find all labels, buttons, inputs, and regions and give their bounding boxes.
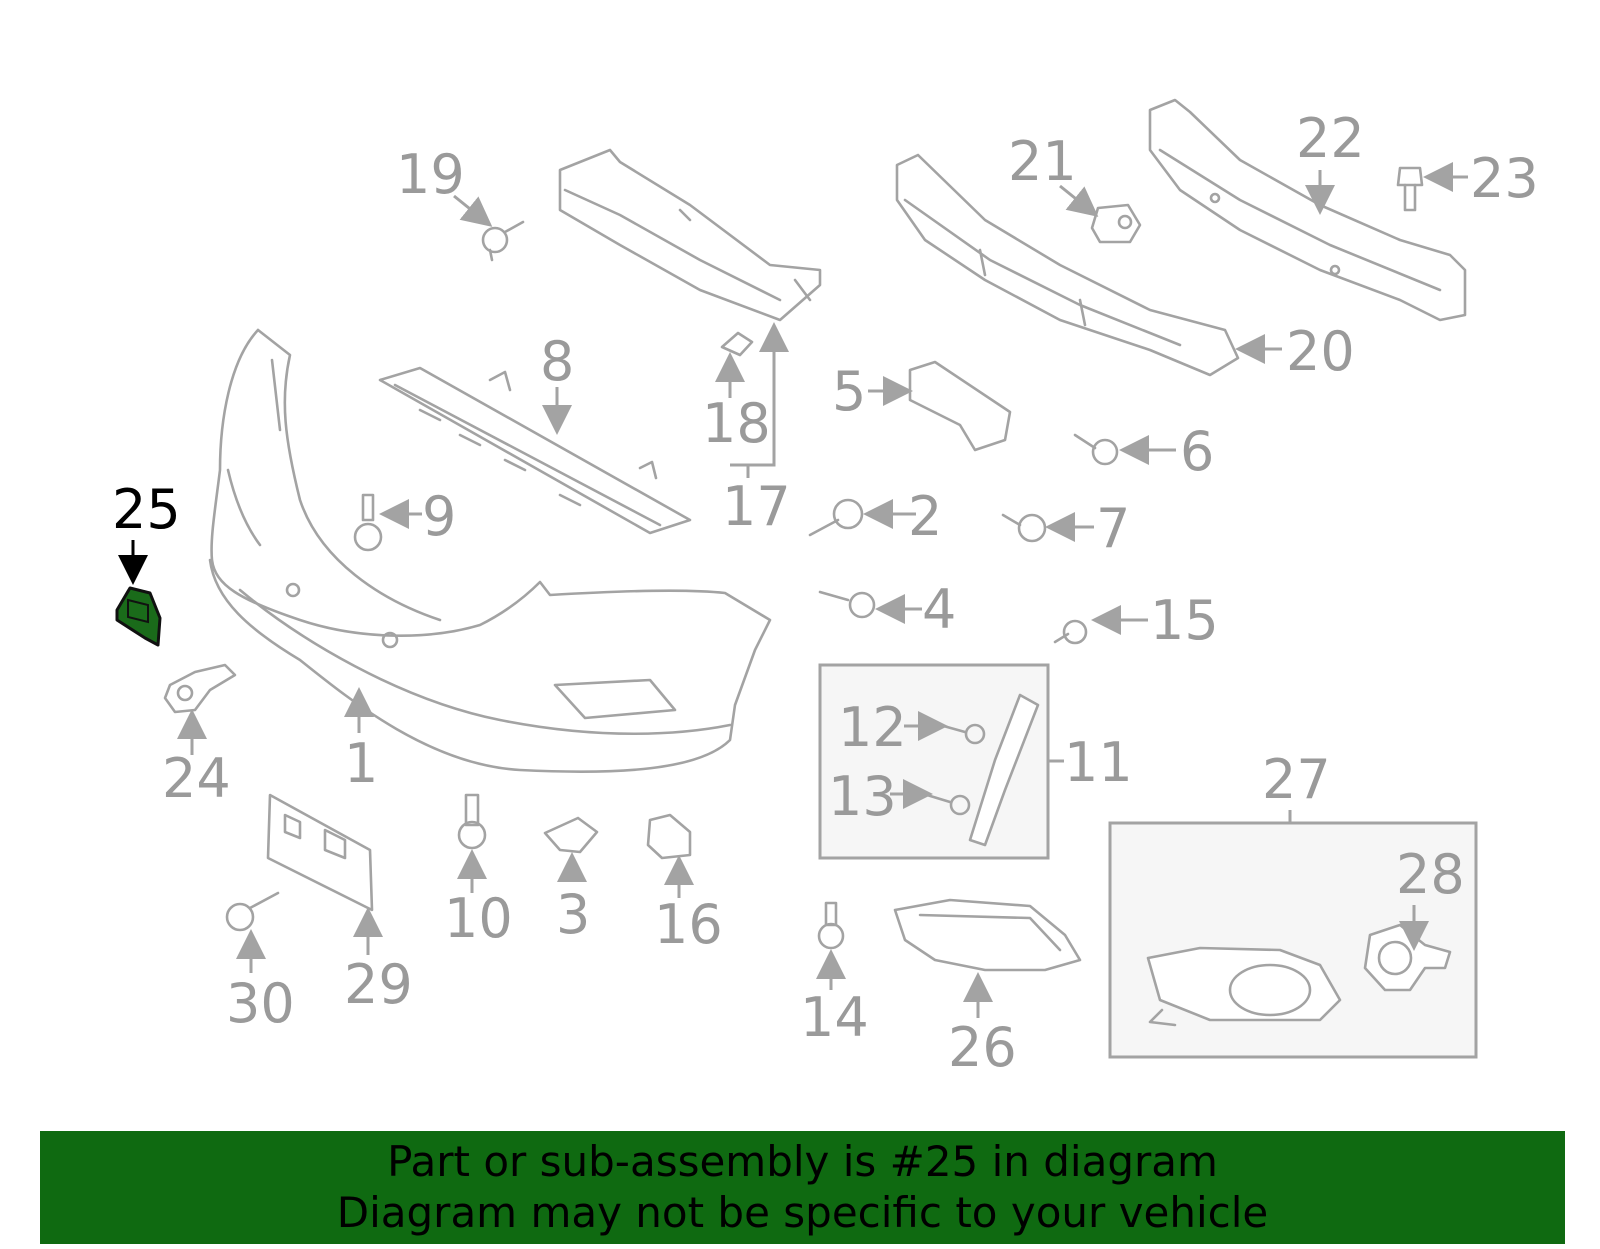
callout-19: 19: [396, 143, 465, 206]
part-17-bracket: [558, 148, 822, 322]
callout-10: 10: [444, 887, 513, 950]
part-6-bolt: [1073, 433, 1119, 466]
callout-13: 13: [828, 765, 897, 828]
callout-26: 26: [948, 1016, 1017, 1079]
part-14-bolt: [817, 901, 845, 950]
callout-9: 9: [422, 485, 456, 548]
callout-8: 8: [540, 330, 574, 393]
callout-3: 3: [556, 883, 590, 946]
part-25-highlighted: [115, 586, 162, 647]
part-21-clip: [1090, 203, 1142, 244]
part-3-nut: [543, 816, 599, 854]
group-11-box: [818, 663, 1050, 860]
banner-line-2: Diagram may not be specific to your vehi…: [336, 1188, 1269, 1237]
callout-14: 14: [800, 986, 869, 1049]
part-1-bumper-cover: [208, 328, 772, 773]
callout-16: 16: [654, 893, 723, 956]
callout-29: 29: [344, 953, 413, 1016]
callout-11: 11: [1064, 731, 1133, 794]
leader-lines: [118, 162, 1468, 1018]
callout-20: 20: [1286, 320, 1355, 383]
callout-22: 22: [1296, 107, 1365, 170]
callout-1: 1: [344, 732, 378, 795]
part-29-plate-bracket: [266, 793, 374, 912]
part-8-absorber: [378, 366, 692, 535]
banner-line-1: Part or sub-assembly is #25 in diagram: [387, 1137, 1218, 1186]
part-24-holder: [163, 663, 237, 714]
callout-27: 27: [1262, 748, 1331, 811]
part-18-clip: [720, 331, 754, 357]
callout-6: 6: [1180, 420, 1214, 483]
part-4-bolt: [818, 590, 876, 619]
part-30-bolt: [225, 891, 280, 932]
callout-18: 18: [702, 392, 771, 455]
callout-15: 15: [1150, 589, 1219, 652]
callout-30: 30: [226, 972, 295, 1035]
part-9-bolt: [353, 493, 383, 552]
part-2-bolt: [808, 498, 864, 537]
part-10-bolt: [457, 793, 487, 850]
callout-23: 23: [1470, 147, 1539, 210]
callout-4: 4: [922, 578, 956, 641]
callout-25-highlighted: 25: [112, 478, 181, 541]
part-22-reinforcement: [1148, 98, 1467, 322]
callout-17: 17: [722, 475, 791, 538]
part-5-bracket: [908, 360, 1012, 452]
callout-12: 12: [838, 696, 907, 759]
part-23-bolt: [1396, 166, 1424, 212]
callout-labels: 1 2 3 4 5 6 7 8 9 10 11 12 13 14 15 16 1…: [112, 107, 1539, 1079]
part-26-bezel: [893, 898, 1082, 972]
part-19-pushpin: [481, 220, 525, 262]
callout-21: 21: [1008, 130, 1077, 193]
callout-28: 28: [1396, 843, 1465, 906]
part-7-bolt: [1001, 513, 1047, 543]
callout-2: 2: [908, 485, 942, 548]
part-15-clip: [1053, 619, 1088, 645]
part-20-absorber: [895, 153, 1240, 377]
callout-7: 7: [1096, 497, 1130, 560]
part-16-clip: [646, 813, 692, 860]
callout-5: 5: [832, 360, 866, 423]
callout-24: 24: [162, 747, 231, 810]
info-banner: Part or sub-assembly is #25 in diagram D…: [40, 1131, 1565, 1244]
